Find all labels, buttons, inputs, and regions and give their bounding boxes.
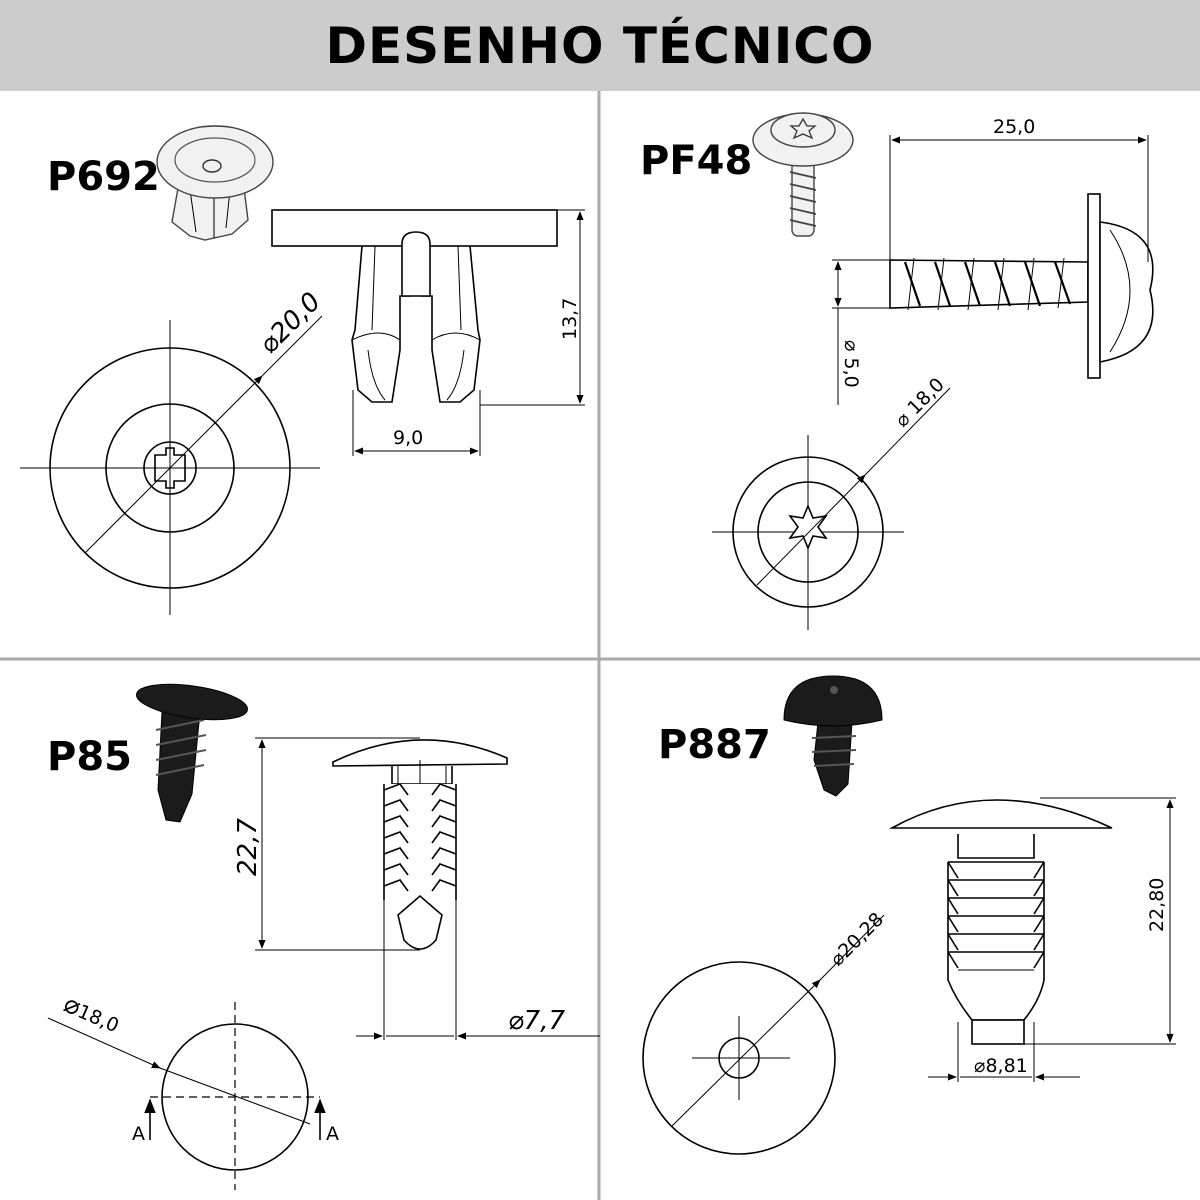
- header-bar: DESENHO TÉCNICO: [0, 0, 1200, 91]
- pf48-side-view: 25,0 ⌀ 5,0: [832, 116, 1154, 405]
- p85-head-diameter-value: 18,0: [74, 1000, 122, 1037]
- part-p85: P85 22,7: [47, 683, 600, 1190]
- part-code-label: PF48: [640, 138, 752, 184]
- p85-top-view: ⌀18,0 A A: [47, 989, 339, 1190]
- p692-top-view: ⌀20,0: [20, 287, 327, 615]
- p887-product-photo: [783, 675, 883, 797]
- p692-width-dim: 9,0: [393, 427, 423, 449]
- p85-product-photo: [136, 683, 248, 823]
- p692-height-dim: 13,7: [559, 298, 581, 340]
- p887-head-diameter-dim: ⌀20,28: [826, 908, 888, 970]
- p85-diameter-value: 7,7: [524, 1006, 566, 1036]
- p887-diameter-value: 8,81: [985, 1055, 1027, 1077]
- pf48-length-dim: 25,0: [993, 116, 1035, 138]
- diameter-icon: ⌀: [840, 340, 862, 357]
- diameter-icon: ⌀: [974, 1055, 985, 1077]
- pf48-diameter-dim: ⌀ 5,0: [840, 340, 862, 388]
- p887-height-dim: 22,80: [1146, 878, 1168, 932]
- part-code-label: P887: [658, 722, 771, 768]
- p692-product-photo: [156, 125, 274, 241]
- part-code-label: P85: [47, 734, 132, 780]
- section-label-right: A: [326, 1123, 339, 1145]
- diameter-icon: ⌀: [508, 1006, 524, 1036]
- p85-diameter-dim: ⌀7,7: [508, 1006, 565, 1036]
- pf48-diameter-value: 5,0: [840, 357, 862, 387]
- part-p692: P692: [20, 125, 585, 615]
- quadrant-dividers: [0, 91, 1200, 1200]
- p887-diameter-dim: ⌀8,81: [974, 1055, 1028, 1077]
- p692-diameter-dim: ⌀20,0: [254, 287, 327, 360]
- p85-height-dim: 22,7: [233, 818, 263, 876]
- page-title: DESENHO TÉCNICO: [325, 16, 875, 75]
- part-pf48: PF48 25,0: [640, 112, 1154, 630]
- part-code-label: P692: [47, 154, 160, 200]
- p85-head-diameter-dim: ⌀18,0: [59, 989, 124, 1039]
- part-p887: P887 22,80: [642, 675, 1176, 1155]
- p692-side-view: 13,7 9,0: [271, 209, 585, 456]
- pf48-head-diameter-dim: ⌀ 18,0: [891, 374, 949, 432]
- pf48-top-view: ⌀ 18,0: [712, 374, 951, 630]
- section-label-left: A: [132, 1123, 145, 1145]
- p85-side-view: 22,7 ⌀7,7: [233, 737, 600, 1040]
- p887-side-view: 22,80 ⌀8,81: [888, 797, 1176, 1082]
- p887-head-diameter-value: 20,28: [834, 908, 888, 962]
- pf48-product-photo: [752, 112, 854, 237]
- p887-top-view: ⌀20,28: [642, 908, 888, 1155]
